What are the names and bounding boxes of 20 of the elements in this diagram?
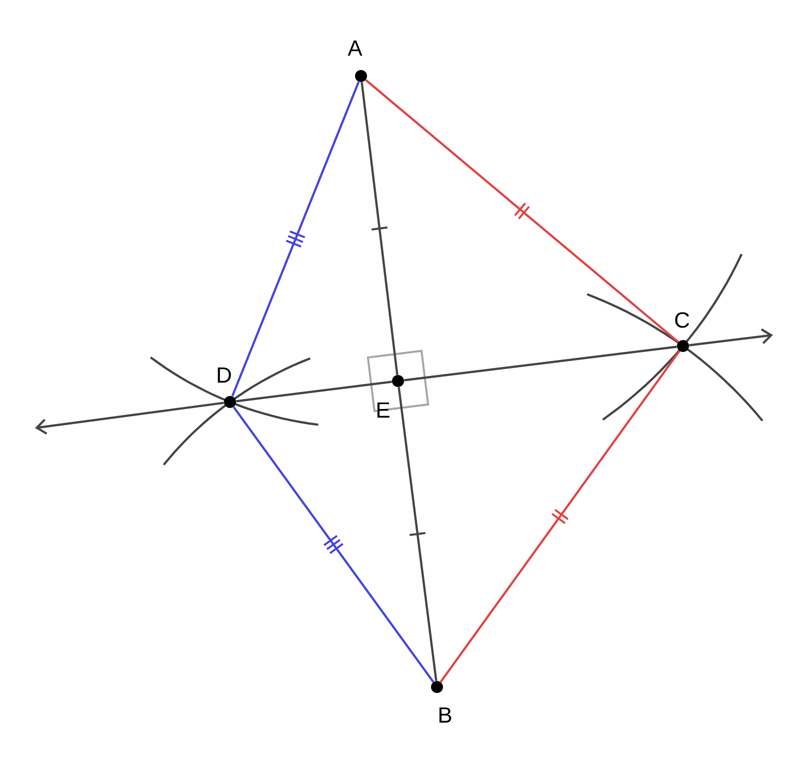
point-dot: [355, 70, 367, 82]
point-dot: [677, 340, 689, 352]
line-segment: [360, 82, 398, 375]
point-label: C: [675, 312, 690, 328]
point-label: D: [218, 367, 231, 383]
line-segment: [231, 81, 360, 397]
line-segment: [689, 328, 773, 346]
point-dot: [224, 396, 236, 408]
line-segment: [404, 346, 677, 382]
point-label: A: [348, 40, 362, 56]
line-segment: [232, 406, 434, 683]
point-dot: [431, 681, 443, 693]
line-segment: [35, 402, 224, 434]
line-segment: [365, 79, 679, 343]
point-label: B: [439, 707, 452, 723]
point-dot: [392, 375, 404, 387]
line-segment: [398, 387, 438, 681]
line-segment: [440, 350, 680, 683]
point-label: E: [377, 402, 390, 418]
line-segment: [236, 380, 392, 402]
